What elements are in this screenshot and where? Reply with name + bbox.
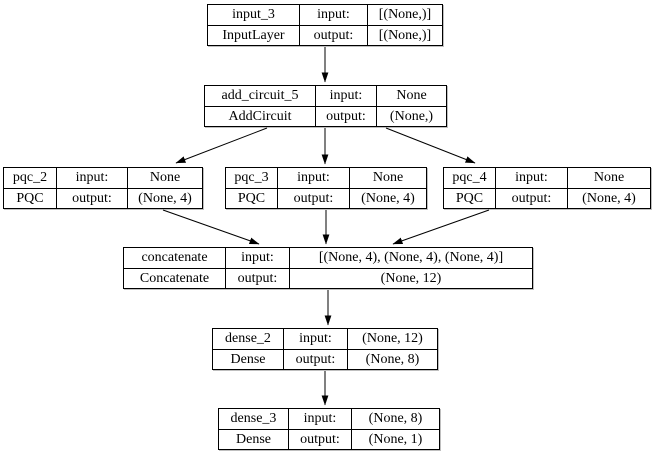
- input-label: input:: [495, 168, 567, 188]
- input-label: input:: [56, 168, 127, 188]
- input-value: (None, 8): [351, 409, 439, 429]
- node-name: input_3: [232, 7, 275, 22]
- node-add_circuit_5: add_circuit_5 input: None AddCircuit out…: [204, 85, 447, 127]
- input-value: None: [349, 168, 426, 188]
- input-label: input:: [315, 86, 376, 106]
- output-value: (None, 4): [349, 188, 426, 208]
- node-name: pqc_3: [234, 170, 269, 185]
- node-name: pqc_2: [12, 170, 48, 185]
- input-value: (None, 12): [347, 329, 437, 349]
- output-value: (None, 4): [127, 188, 202, 208]
- node-name: pqc_4: [452, 170, 487, 185]
- layer-type: PQC: [4, 188, 56, 208]
- output-value: [(None,)]: [367, 25, 442, 45]
- input-value: None: [127, 168, 202, 188]
- output-value: (None,): [376, 106, 446, 126]
- output-label: output:: [495, 188, 567, 208]
- layer-type: PQC: [226, 188, 277, 208]
- node-concatenate: concatenate input: [(None, 4), (None, 4)…: [123, 247, 533, 289]
- node-pqc_2: pqc_2 input: None PQC output: (None, 4): [3, 167, 203, 209]
- input-label: input:: [299, 5, 367, 25]
- node-name: add_circuit_5: [221, 88, 299, 103]
- node-pqc_3: pqc_3 input: None PQC output: (None, 4): [225, 167, 427, 209]
- input-label: input:: [283, 329, 347, 349]
- node-name: concatenate: [141, 250, 208, 265]
- layer-type: AddCircuit: [205, 106, 315, 126]
- output-value: (None, 1): [351, 429, 439, 449]
- node-dense_3: dense_3 input: (None, 8) Dense output: (…: [218, 408, 440, 450]
- output-value: (None, 8): [347, 349, 437, 369]
- output-label: output:: [225, 268, 289, 288]
- output-label: output:: [277, 188, 349, 208]
- node-input_3: input_3 input: [(None,)] InputLayer outp…: [207, 4, 443, 46]
- output-label: output:: [56, 188, 127, 208]
- input-label: input:: [288, 409, 351, 429]
- layer-type: Concatenate: [124, 268, 225, 288]
- edge-pqc_4-concatenate: [392, 209, 490, 245]
- node-dense_2: dense_2 input: (None, 12) Dense output: …: [212, 328, 438, 370]
- output-label: output:: [288, 429, 351, 449]
- edge-add_circuit_5-pqc_4: [385, 127, 476, 164]
- input-value: [(None, 4), (None, 4), (None, 4)]: [289, 248, 532, 268]
- layer-type: Dense: [219, 429, 288, 449]
- node-pqc_4: pqc_4 input: None PQC output: (None, 4): [443, 167, 651, 209]
- node-name: dense_3: [230, 411, 277, 426]
- input-value: None: [567, 168, 650, 188]
- input-value: [(None,)]: [367, 5, 442, 25]
- output-label: output:: [299, 25, 367, 45]
- output-value: (None, 12): [289, 268, 532, 288]
- edge-pqc_2-concatenate: [162, 209, 260, 245]
- output-label: output:: [283, 349, 347, 369]
- output-label: output:: [315, 106, 376, 126]
- output-value: (None, 4): [567, 188, 650, 208]
- edge-add_circuit_5-pqc_2: [175, 127, 268, 164]
- layer-type: Dense: [213, 349, 283, 369]
- layer-type: PQC: [444, 188, 495, 208]
- input-value: None: [376, 86, 446, 106]
- node-name: dense_2: [225, 331, 271, 346]
- input-label: input:: [277, 168, 349, 188]
- input-label: input:: [225, 248, 289, 268]
- layer-type: InputLayer: [208, 25, 299, 45]
